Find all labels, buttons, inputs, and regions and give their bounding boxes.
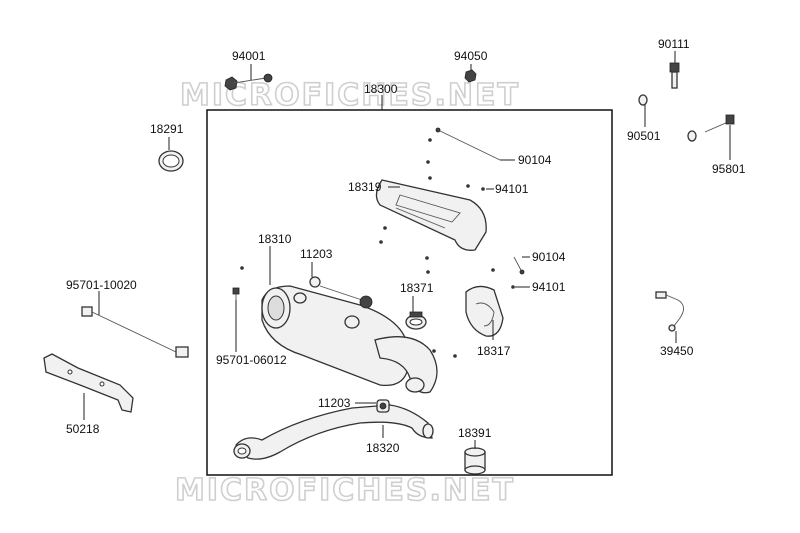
part-18291[interactable] — [158, 150, 184, 172]
part-39450[interactable] — [655, 291, 684, 332]
label-95701-06012: 95701-06012 — [216, 353, 287, 367]
part-18320[interactable] — [233, 404, 434, 460]
label-94101-mid: 94101 — [532, 280, 566, 294]
label-90501: 90501 — [627, 129, 661, 143]
label-94050: 94050 — [454, 49, 488, 63]
label-18319: 18319 — [348, 180, 382, 194]
part-90104-top[interactable] — [435, 127, 501, 161]
label-18317: 18317 — [477, 344, 511, 358]
label-94001: 94001 — [232, 49, 266, 63]
part-95801[interactable] — [687, 114, 735, 142]
part-95701-10020[interactable] — [81, 306, 189, 358]
part-94001[interactable] — [224, 73, 273, 91]
label-50218: 50218 — [66, 422, 100, 436]
label-95801: 95801 — [712, 162, 746, 176]
label-11203-bottom: 11203 — [318, 396, 351, 410]
label-94101-top: 94101 — [495, 182, 529, 196]
label-18291: 18291 — [150, 122, 184, 136]
assembly-frame — [206, 109, 613, 476]
part-94050[interactable] — [464, 69, 477, 83]
part-11203-bottom[interactable] — [376, 399, 390, 413]
part-90104-mid[interactable] — [513, 256, 525, 275]
label-90111: 90111 — [658, 37, 690, 51]
part-90501[interactable] — [638, 94, 648, 106]
label-90104-top: 90104 — [518, 153, 552, 167]
label-18371: 18371 — [400, 281, 434, 295]
shield-bolts — [240, 138, 515, 358]
label-18300: 18300 — [364, 82, 398, 96]
label-18391: 18391 — [458, 426, 492, 440]
part-18371[interactable] — [405, 311, 427, 330]
label-90104-mid: 90104 — [532, 250, 566, 264]
watermark-bottom: MICROFICHES.NET — [175, 473, 515, 508]
part-18317[interactable] — [465, 285, 504, 337]
label-39450: 39450 — [660, 344, 694, 358]
part-50218[interactable] — [43, 353, 134, 413]
label-18320: 18320 — [366, 441, 400, 455]
part-90111[interactable] — [669, 62, 680, 89]
part-11203-top[interactable] — [309, 276, 373, 309]
label-18310: 18310 — [258, 232, 292, 246]
part-18319[interactable] — [375, 179, 487, 251]
part-18310[interactable] — [261, 285, 438, 394]
label-11203-top: 11203 — [300, 247, 333, 261]
part-18391[interactable] — [464, 447, 486, 475]
label-95701-10020: 95701-10020 — [66, 278, 137, 292]
